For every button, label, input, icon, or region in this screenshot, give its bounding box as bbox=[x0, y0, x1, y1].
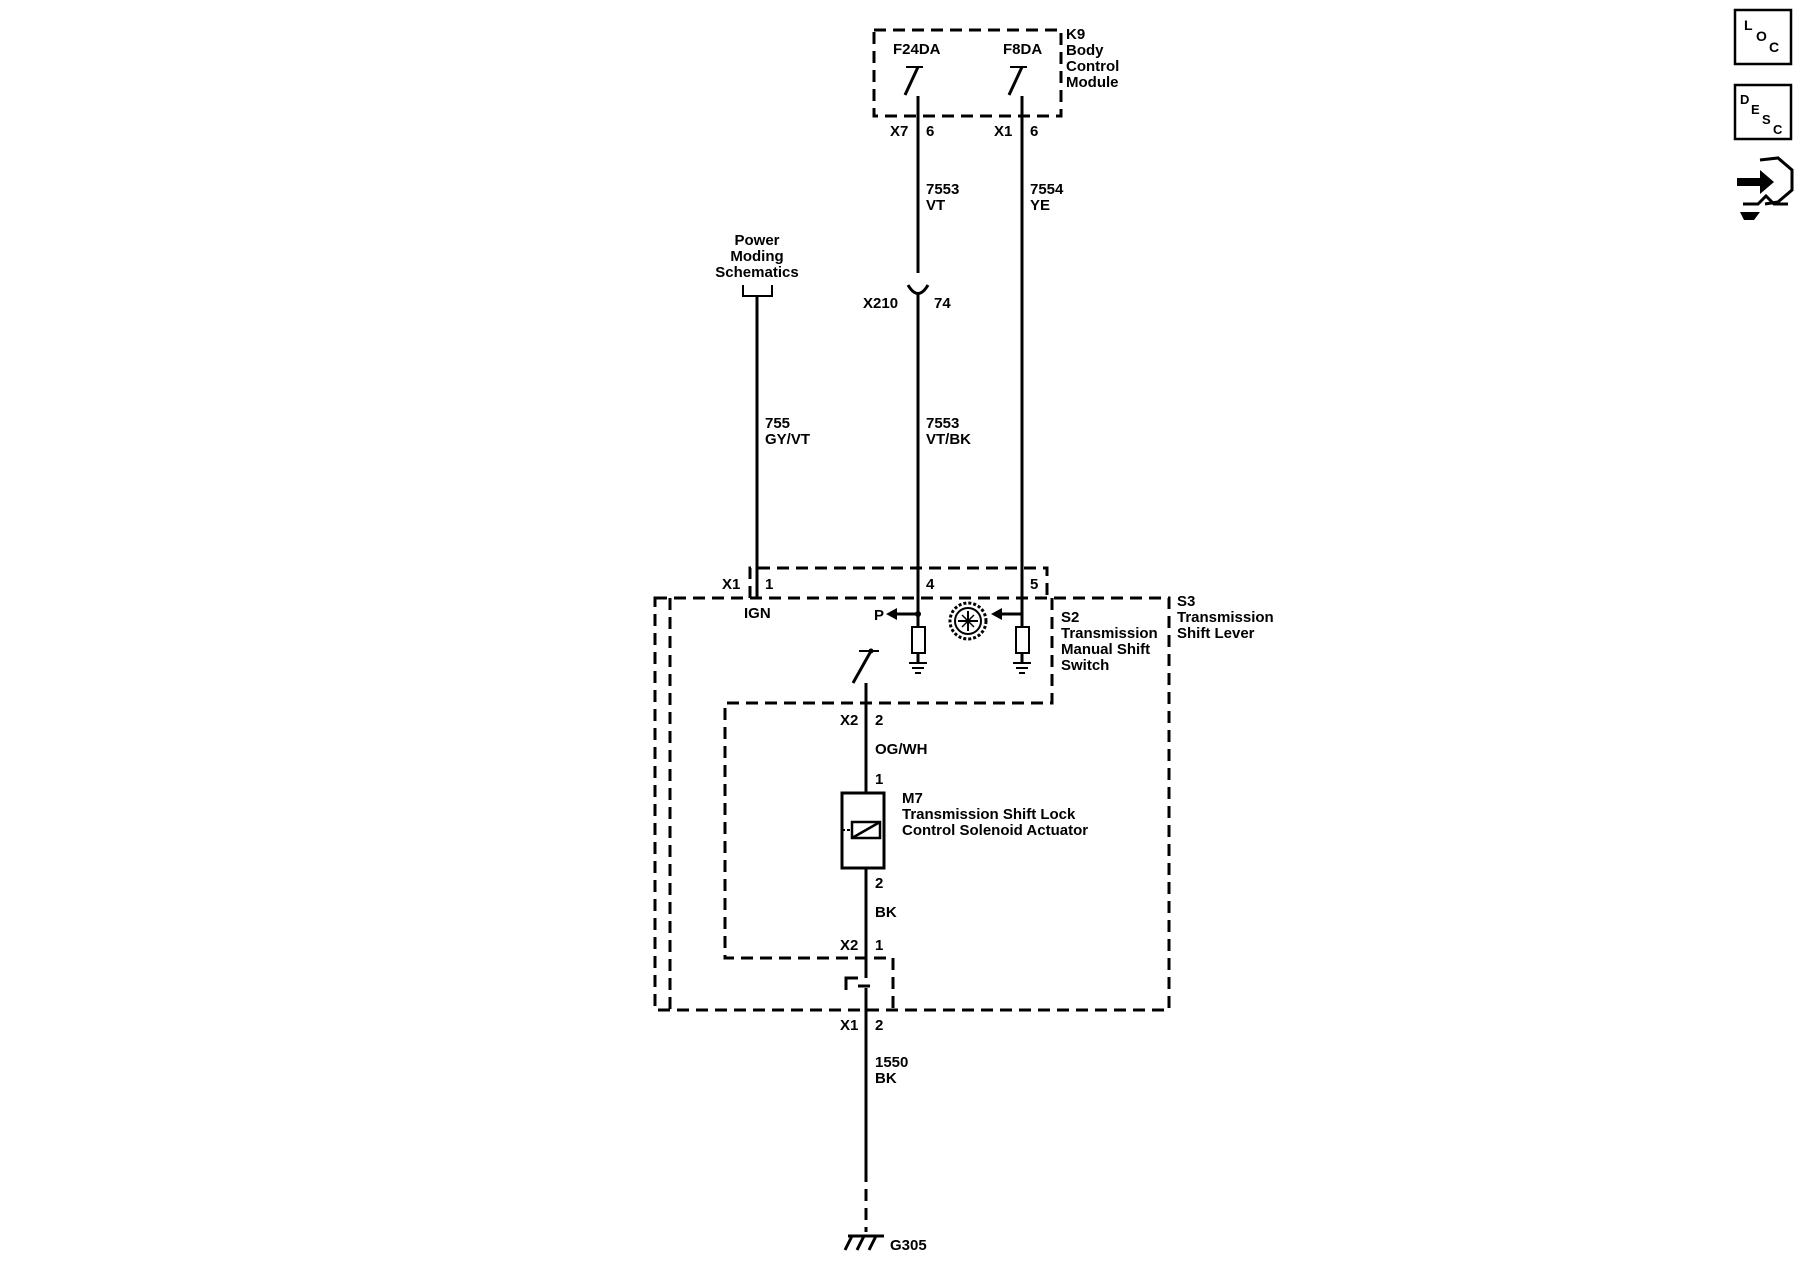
s2-conn-pin5: 5 bbox=[1030, 576, 1038, 593]
inline-connector-icon bbox=[906, 284, 930, 295]
ign-switch-icon bbox=[851, 648, 879, 684]
power-moding-line-3: Schematics bbox=[715, 264, 798, 281]
x2-top-ref: X2 bbox=[840, 712, 858, 729]
p-ground-icon bbox=[909, 653, 927, 674]
wire-1550-color: BK bbox=[875, 1070, 897, 1087]
s2-name-line-1: Transmission bbox=[1061, 625, 1158, 642]
ye-ground-icon bbox=[1013, 653, 1031, 674]
k9-pin-b-name: F8DA bbox=[1003, 41, 1042, 58]
m7-shift-lock-solenoid[interactable]: M7 Transmission Shift Lock Control Solen… bbox=[840, 790, 1088, 870]
power-moding-reference[interactable]: Power Moding Schematics bbox=[715, 232, 799, 297]
k9-conn-b: X1 bbox=[994, 123, 1012, 140]
wire-7553-circuit: 7553 bbox=[926, 181, 959, 198]
power-moding-line-2: Moding bbox=[730, 248, 783, 265]
k9-conn-b-pin: 6 bbox=[1030, 123, 1038, 140]
internal-connector-icon bbox=[844, 976, 870, 990]
m7-pin-top: 1 bbox=[875, 771, 883, 788]
loc-letter-c: C bbox=[1769, 39, 1779, 55]
x1-connector-outline bbox=[748, 566, 1049, 598]
loc-letter-l: L bbox=[1744, 17, 1753, 33]
k9-name-line-1: Body bbox=[1066, 42, 1104, 59]
k9-conn-a-pin: 6 bbox=[926, 123, 934, 140]
ign-label: IGN bbox=[744, 605, 771, 622]
p-label: P bbox=[874, 607, 884, 624]
ground-ref: G305 bbox=[890, 1237, 927, 1254]
s2-name-line-2: Manual Shift bbox=[1061, 641, 1150, 658]
connector-info-icon[interactable] bbox=[1737, 156, 1794, 220]
wire-7554-circuit: 7554 bbox=[1030, 181, 1064, 198]
s2-name-line-3: Switch bbox=[1061, 657, 1109, 674]
s3-transmission-shift-lever[interactable]: S3 Transmission Shift Lever bbox=[653, 593, 1274, 1012]
desc-letter-c: C bbox=[1773, 122, 1783, 137]
m7-name-line-1: Transmission Shift Lock bbox=[902, 806, 1076, 823]
loc-icon[interactable]: L O C bbox=[1733, 8, 1793, 66]
wire-7553b-color: VT/BK bbox=[926, 431, 971, 448]
x2-top-pin: 2 bbox=[875, 712, 883, 729]
desc-letter-d: D bbox=[1740, 92, 1749, 107]
x210-ref: X210 bbox=[863, 295, 898, 312]
wire-7553b-circuit: 7553 bbox=[926, 415, 959, 432]
power-moding-line-1: Power bbox=[734, 232, 779, 249]
wire-7554-color: YE bbox=[1030, 197, 1050, 214]
s2-ref: S2 bbox=[1061, 609, 1079, 626]
ye-resistor-icon bbox=[1015, 626, 1030, 654]
s3-outline bbox=[653, 596, 1171, 1012]
loc-letter-o: O bbox=[1756, 28, 1767, 44]
wire-755-circuit: 755 bbox=[765, 415, 790, 432]
s2-transmission-manual-shift-switch[interactable]: S2 Transmission Manual Shift Switch P bbox=[723, 598, 1158, 1010]
x2-bottom-ref: X2 bbox=[840, 937, 858, 954]
x1-bottom-pin: 2 bbox=[875, 1017, 883, 1034]
k9-switch-b-icon bbox=[1007, 66, 1027, 96]
wire-755-color: GY/VT bbox=[765, 431, 810, 448]
wire-1550-circuit: 1550 bbox=[875, 1054, 908, 1071]
ye-input-arrow-icon bbox=[991, 608, 1022, 620]
s2-connector-x1[interactable]: X1 1 4 5 bbox=[722, 566, 1049, 598]
reference-bracket-icon bbox=[742, 285, 773, 297]
desc-icon[interactable]: D E S C bbox=[1733, 83, 1793, 141]
x210-inline-connector[interactable]: X210 74 bbox=[863, 284, 951, 620]
wire-7553-color: VT bbox=[926, 197, 945, 214]
s3-ref: S3 bbox=[1177, 593, 1195, 610]
k9-switch-a-icon bbox=[903, 66, 923, 96]
wire-ogwh-color: OG/WH bbox=[875, 741, 928, 758]
gear-processor-icon bbox=[948, 601, 988, 641]
m7-pin-bottom: 2 bbox=[875, 875, 883, 892]
s2-outline bbox=[723, 598, 1054, 1010]
p-resistor-icon bbox=[911, 626, 926, 654]
g305-ground[interactable]: G305 bbox=[843, 1234, 927, 1254]
x210-pin: 74 bbox=[934, 295, 951, 312]
k9-conn-a: X7 bbox=[890, 123, 908, 140]
chassis-ground-icon bbox=[843, 1234, 884, 1251]
s2-conn-pin4: 4 bbox=[926, 576, 935, 593]
m7-ref: M7 bbox=[902, 790, 923, 807]
k9-name-line-2: Control bbox=[1066, 58, 1119, 75]
solenoid-coil-icon bbox=[842, 820, 882, 840]
k9-ref: K9 bbox=[1066, 26, 1085, 43]
m7-name-line-2: Control Solenoid Actuator bbox=[902, 822, 1088, 839]
k9-pin-a-name: F24DA bbox=[893, 41, 941, 58]
s3-name-line-2: Shift Lever bbox=[1177, 625, 1255, 642]
s2-conn-ref: X1 bbox=[722, 576, 740, 593]
desc-letter-e: E bbox=[1751, 102, 1760, 117]
x2-bottom-pin: 1 bbox=[875, 937, 883, 954]
wire-bk-color: BK bbox=[875, 904, 897, 921]
x1-bottom-ref: X1 bbox=[840, 1017, 858, 1034]
p-input-arrow-icon bbox=[886, 608, 921, 620]
s3-name-line-1: Transmission bbox=[1177, 609, 1274, 626]
k9-body-control-module[interactable]: K9 Body Control Module F24DA F8DA X7 6 X… bbox=[872, 26, 1119, 140]
s2-conn-pin1: 1 bbox=[765, 576, 773, 593]
k9-name-line-3: Module bbox=[1066, 74, 1119, 91]
desc-letter-s: S bbox=[1762, 112, 1771, 127]
k9-outline bbox=[872, 28, 1063, 118]
